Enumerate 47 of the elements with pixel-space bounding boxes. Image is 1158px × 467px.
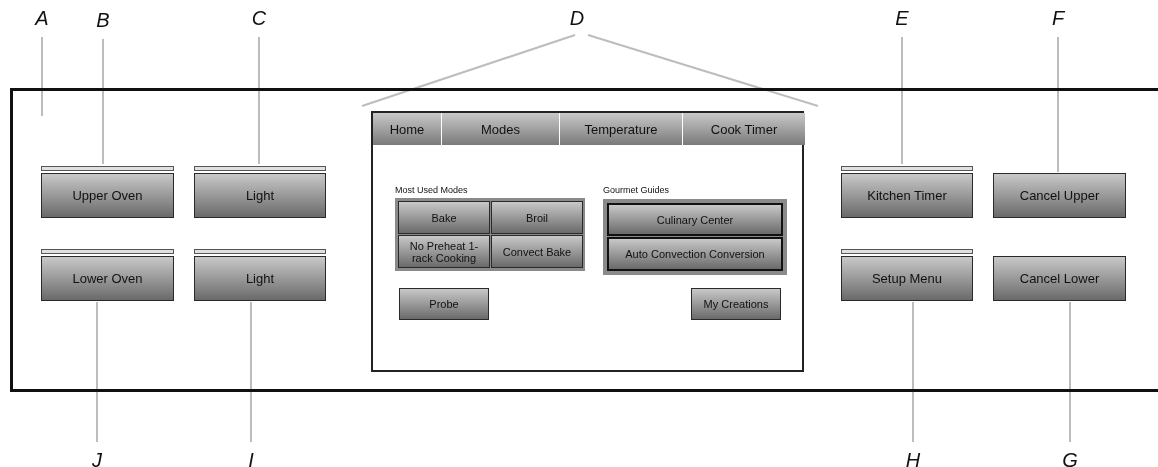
leader-line [912,301,914,443]
leader-line [102,38,104,165]
callout-letter: G [1060,450,1080,467]
screen-button: Auto Convection Conversion [607,237,783,271]
control-button: Light [194,173,326,218]
menu-tab: Modes [442,113,560,145]
control-button: Lower Oven [41,256,174,301]
leader-line [250,301,252,443]
screen-button: No Preheat 1-rack Cooking [398,235,490,268]
leader-line [41,36,43,117]
control-button: Cancel Lower [993,256,1126,301]
control-button: Light [194,256,326,301]
callout-letter: D [567,8,587,28]
screen-button: Culinary Center [607,203,783,236]
menu-tab: Temperature [560,113,683,145]
leader-line [901,36,903,165]
screen-button: My Creations [691,288,781,320]
group-heading: Gourmet Guides [603,185,670,195]
leader-line [96,301,98,443]
callout-letter: A [32,8,52,28]
control-button: Cancel Upper [993,173,1126,218]
control-button: Kitchen Timer [841,173,973,218]
control-button: Upper Oven [41,173,174,218]
callout-letter: E [892,8,912,28]
leader-line [587,34,819,107]
menu-tab: Home [373,113,442,145]
screen-button: Convect Bake [491,235,583,268]
control-button: Setup Menu [841,256,973,301]
screen-button: Bake [398,201,490,234]
callout-letter: H [903,450,923,467]
callout-letter: J [87,450,107,467]
leader-line [361,34,576,107]
leader-line [1057,36,1059,173]
screen-button: Broil [491,201,583,234]
callout-letter: F [1048,8,1068,28]
button-group [395,185,585,271]
menu-tab: Cook Timer [683,113,806,145]
screen-button: Probe [399,288,489,320]
leader-line [1069,301,1071,443]
callout-letter: I [241,450,261,467]
button-group [603,185,787,275]
callout-letter: B [93,10,113,30]
touch-screen [371,111,804,372]
group-heading: Most Used Modes [395,185,468,195]
control-panel [10,88,1158,392]
leader-line [258,36,260,165]
callout-letter: C [249,8,269,28]
